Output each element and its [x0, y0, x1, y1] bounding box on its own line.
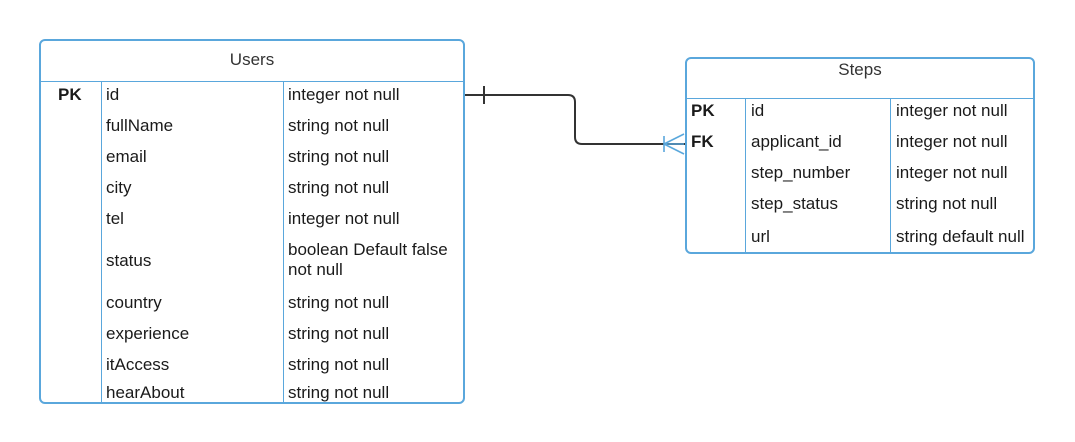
steps-header-divider — [687, 98, 1033, 99]
steps-row-type: integer not null — [896, 101, 1008, 120]
users-row-type: string not null — [288, 355, 390, 374]
steps-row-name[interactable]: step_status — [751, 194, 838, 213]
users-type-column-divider — [283, 81, 284, 402]
users-row-name[interactable]: experience — [106, 324, 190, 343]
users-row-type: string not null — [288, 293, 390, 312]
steps-row-type: integer not null — [896, 132, 1008, 151]
users-key-column-divider — [101, 81, 102, 402]
users-row-type: string not null — [288, 383, 390, 402]
users-table-title: Users — [229, 50, 275, 69]
users-row-name[interactable]: fullName — [106, 116, 174, 135]
steps-table[interactable]: Steps PK id integer not null FK applican… — [685, 57, 1035, 254]
users-row-name[interactable]: hearAbout — [106, 383, 185, 402]
relationship-line — [465, 94, 685, 145]
steps-table-title: Steps — [838, 60, 882, 79]
users-row-name[interactable]: country — [106, 293, 162, 312]
users-row-type: integer not null — [288, 85, 400, 104]
steps-row-type: string not null — [896, 194, 998, 213]
users-header-divider — [41, 81, 463, 82]
steps-row-name[interactable]: step_number — [751, 163, 851, 182]
users-row-name[interactable]: id — [106, 85, 120, 104]
users-row-type: string not null — [288, 147, 390, 166]
users-row-type: string not null — [288, 116, 390, 135]
steps-row-name[interactable]: id — [751, 101, 765, 120]
steps-key-column-divider — [745, 98, 746, 252]
steps-row-name[interactable]: url — [751, 227, 770, 246]
users-row-type: string not null — [288, 178, 390, 197]
users-row-type: boolean Default false not null — [288, 240, 448, 279]
steps-row-key: PK — [691, 101, 715, 120]
users-row-name[interactable]: itAccess — [106, 355, 170, 374]
users-row-key: PK — [58, 85, 82, 104]
steps-row-type: string default null — [896, 227, 1025, 246]
steps-row-type: integer not null — [896, 163, 1008, 182]
users-table[interactable]: Users PK id integer not null fullName st… — [39, 39, 465, 404]
users-row-name[interactable]: tel — [106, 209, 124, 228]
users-row-type: string not null — [288, 324, 390, 343]
steps-type-column-divider — [890, 98, 891, 252]
users-row-type: integer not null — [288, 209, 400, 228]
many-crowfoot-icon — [663, 133, 685, 155]
users-row-name[interactable]: city — [106, 178, 132, 197]
steps-row-key: FK — [691, 132, 714, 151]
steps-row-name[interactable]: applicant_id — [751, 132, 842, 151]
users-row-name[interactable]: status — [106, 251, 152, 270]
users-row-name[interactable]: email — [106, 147, 147, 166]
